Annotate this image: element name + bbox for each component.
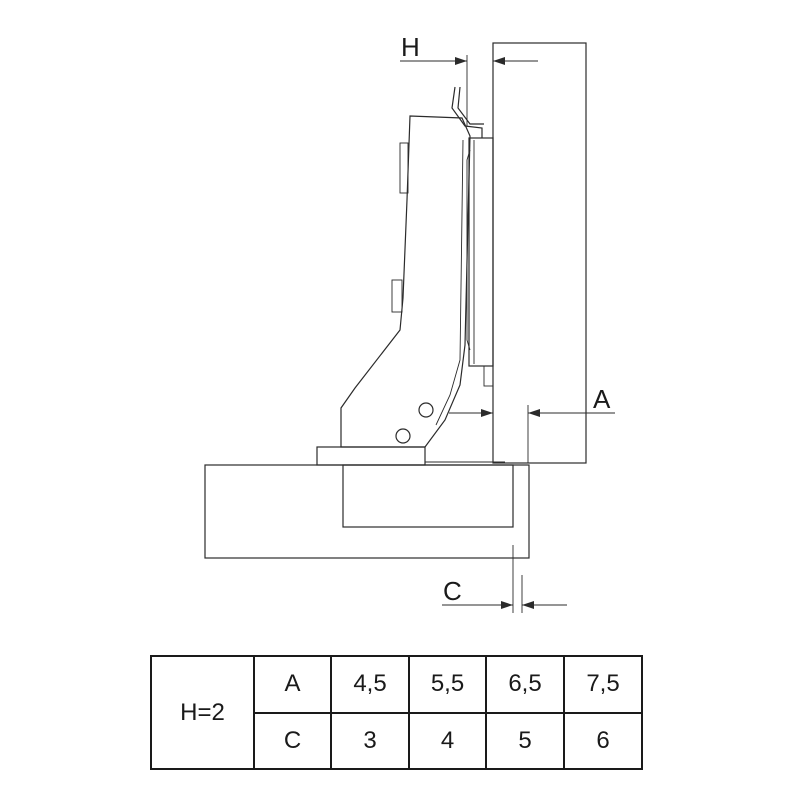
table-cell: 4,5	[330, 655, 410, 714]
table-row: C 3 4 5 6	[151, 711, 643, 770]
dimension-label-a: A	[593, 384, 611, 414]
table-group-cell: H=2	[150, 655, 255, 770]
table-cell: 3	[330, 711, 410, 770]
table-cell: 4	[408, 711, 487, 770]
table-cell: 5	[485, 711, 565, 770]
screw-hole-lower	[395, 428, 411, 444]
table-row-key: C	[253, 711, 332, 770]
cabinet-side-panel	[204, 464, 530, 559]
table-row-key: A	[253, 655, 332, 714]
table-cell: 5,5	[408, 655, 487, 714]
hinge-cup	[468, 137, 494, 367]
dimension-label-h: H	[401, 32, 420, 62]
dimension-label-c: C	[443, 576, 462, 606]
dimension-table: H=2 A 4,5 5,5 6,5 7,5 C 3 4 5 6	[150, 655, 643, 770]
table-cell: 6	[563, 711, 643, 770]
hinge-cup-recess	[342, 464, 514, 528]
door-panel	[492, 42, 587, 464]
adjust-tab-upper	[399, 142, 409, 194]
table-cell: 7,5	[563, 655, 643, 714]
spring-clip	[451, 86, 484, 138]
adjust-tab-lower	[391, 279, 403, 313]
table-cell: 6,5	[485, 655, 565, 714]
screw-hole-upper	[418, 402, 434, 418]
table-row: H=2 A 4,5 5,5 6,5 7,5	[150, 655, 643, 770]
mounting-plate	[316, 446, 426, 466]
hinge-arm	[340, 115, 471, 448]
